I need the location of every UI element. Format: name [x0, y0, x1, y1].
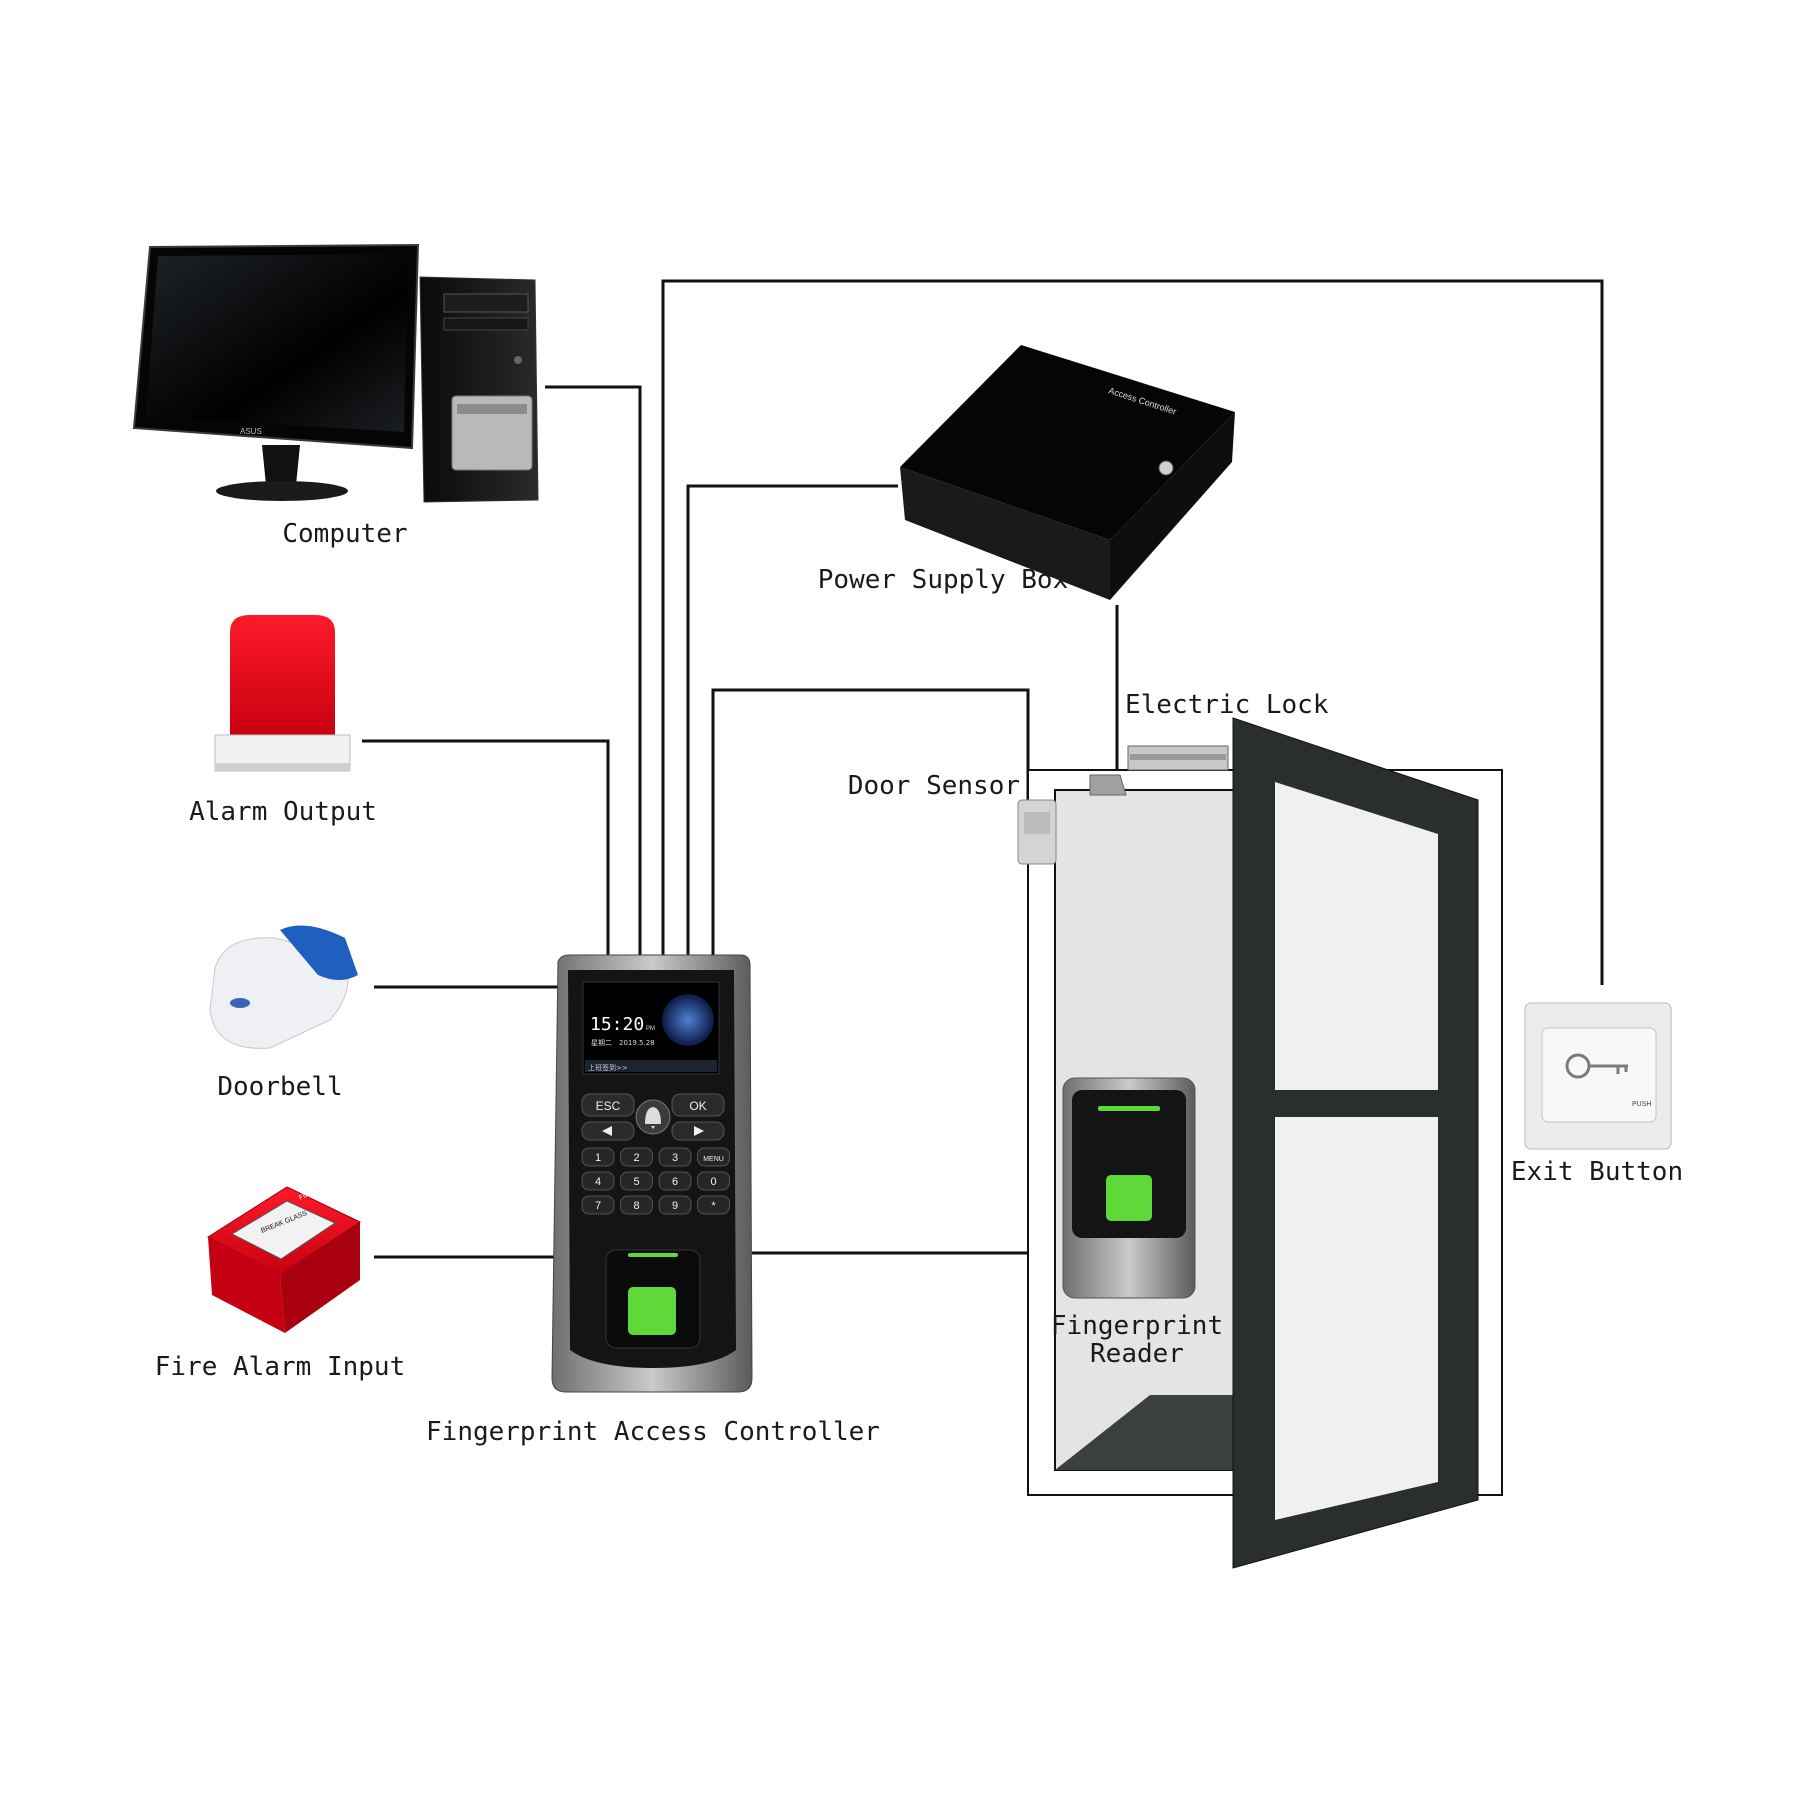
keypad-key-12 — [697, 1195, 730, 1215]
keypad-key-label-6: 5 — [633, 1176, 639, 1188]
controller-bell-icon — [645, 1107, 661, 1129]
exit-button-push-pad — [1541, 1027, 1657, 1123]
keypad-key-2 — [620, 1147, 653, 1167]
pc-power-led — [514, 356, 522, 364]
controller-esc-label: ESC — [596, 1099, 621, 1113]
keypad-key-label-10: 8 — [633, 1200, 639, 1212]
keypad-key-7 — [658, 1171, 692, 1191]
keypad-key-label-3: 3 — [672, 1152, 678, 1164]
controller-screen-status: 上班签到>> — [588, 1063, 628, 1072]
key-icon-shaft — [1589, 1064, 1628, 1074]
controller-right-arrow-icon — [694, 1126, 704, 1136]
controller-left-arrow-icon — [602, 1126, 612, 1136]
exit-button-push-text: PUSH — [1632, 1101, 1651, 1108]
controller-fingerprint-led — [628, 1253, 678, 1257]
fire-alarm-input-device: BREAK GLASS FIRE Fire Alarm Input — [155, 1186, 405, 1382]
keypad-key-label-4: MENU — [703, 1156, 724, 1163]
controller-globe-icon — [662, 994, 714, 1046]
fingerprint-reader-face — [1072, 1090, 1186, 1238]
fingerprint-access-controller-label: Fingerprint Access Controller — [426, 1417, 880, 1447]
keypad-key-6 — [620, 1171, 653, 1191]
keypad-key-4 — [697, 1147, 730, 1167]
controller-keypad: 1 2 3 MENU 4 5 6 0 7 8 9 * — [581, 1147, 730, 1215]
keypad-key-label-1: 1 — [595, 1152, 601, 1164]
computer-label: Computer — [282, 519, 407, 549]
controller-fingerprint-sensor — [628, 1287, 676, 1335]
doorbell-device: Doorbell — [209, 925, 358, 1102]
power-supply-box-device: Access Controller Power Supply Box — [818, 345, 1235, 600]
keypad-key-label-2: 2 — [633, 1152, 639, 1164]
power-box-lock-icon — [1158, 460, 1174, 476]
controller-screen-date: 2019.5.28 — [619, 1039, 655, 1047]
fire-alarm-glass — [230, 1200, 337, 1260]
wire-power-supply — [686, 484, 898, 962]
fingerprint-reader-label-line1: Fingerprint — [1051, 1311, 1223, 1341]
keypad-key-5 — [581, 1171, 615, 1191]
controller-ok-key — [671, 1093, 725, 1117]
wire-computer — [545, 385, 642, 962]
doorbell-cap — [280, 925, 358, 980]
electric-lock-label: Electric Lock — [1125, 690, 1329, 720]
door-assembly: Electric Lock Door Sensor Fingerprint Re… — [848, 690, 1503, 1569]
keypad-key-1 — [581, 1147, 615, 1167]
controller-screen-weekday: 星期二 — [591, 1039, 612, 1047]
monitor-brand: ASUS — [240, 427, 262, 436]
monitor-screen — [146, 254, 408, 432]
pc-drive-bay-1 — [443, 293, 529, 313]
computer-device: ASUS Computer — [132, 243, 539, 549]
wire-exit-button — [661, 279, 1604, 985]
electric-lock-plate — [1089, 774, 1127, 796]
doorbell-button-icon — [230, 998, 250, 1008]
controller-esc-key — [581, 1093, 635, 1117]
power-supply-box-label: Power Supply Box — [818, 565, 1068, 595]
keypad-key-label-11: 9 — [672, 1200, 678, 1212]
keypad-key-10 — [620, 1195, 653, 1215]
pc-drive-bay-2 — [443, 317, 529, 331]
monitor-stand — [262, 445, 300, 485]
exit-button-device: PUSH Exit Button — [1511, 1002, 1683, 1187]
power-box-top — [900, 345, 1235, 540]
door-panel-upper — [1275, 782, 1438, 1090]
fingerprint-access-controller-device: 15:20 PM 星期二 2019.5.28 上班签到>> ESC OK 1 2 3… — [426, 954, 880, 1447]
pc-front-panel-grille — [457, 404, 527, 414]
alarm-output-device: Alarm Output — [189, 615, 377, 827]
controller-ok-label: OK — [689, 1099, 706, 1113]
door-floor-shadow — [1055, 1395, 1270, 1470]
keypad-key-label-7: 6 — [672, 1176, 678, 1188]
controller-screen-time: 15:20 — [590, 1014, 644, 1035]
pc-front-panel — [451, 395, 533, 471]
alarm-light-base-shadow — [215, 763, 350, 771]
doorbell-label: Doorbell — [217, 1072, 342, 1102]
power-box-front — [900, 467, 1110, 600]
fire-alarm-input-label: Fire Alarm Input — [155, 1352, 405, 1382]
power-box-side — [1110, 412, 1235, 600]
door-sensor-label: Door Sensor — [848, 771, 1020, 801]
electric-lock-bolt — [1130, 754, 1226, 760]
keypad-key-label-9: 7 — [595, 1200, 601, 1212]
wire-door-sensor — [711, 688, 1030, 962]
controller-screen-status-bar — [585, 1060, 717, 1072]
controller-screen-time-suffix: PM — [646, 1026, 655, 1032]
keypad-key-label-12: * — [711, 1200, 716, 1212]
door-sensor-magnet — [1024, 812, 1050, 834]
keypad-key-9 — [581, 1195, 615, 1215]
keypad-key-label-8: 0 — [710, 1176, 716, 1188]
keypad-key-11 — [658, 1195, 692, 1215]
alarm-light-dome — [230, 615, 335, 735]
monitor-base — [216, 481, 348, 501]
fire-alarm-side — [280, 1222, 360, 1333]
keypad-key-3 — [658, 1147, 692, 1167]
wire-alarm-output — [362, 739, 610, 962]
alarm-output-label: Alarm Output — [189, 797, 377, 827]
door-panel-lower — [1275, 1117, 1438, 1520]
fire-alarm-front — [208, 1237, 285, 1333]
exit-button-label: Exit Button — [1511, 1157, 1683, 1187]
keypad-key-label-5: 4 — [595, 1176, 601, 1188]
wiring — [362, 279, 1604, 1259]
fingerprint-reader-label-line2: Reader — [1090, 1339, 1184, 1369]
keypad-key-8 — [697, 1171, 730, 1191]
fingerprint-reader-led — [1098, 1106, 1160, 1111]
fingerprint-reader-sensor — [1106, 1175, 1152, 1221]
